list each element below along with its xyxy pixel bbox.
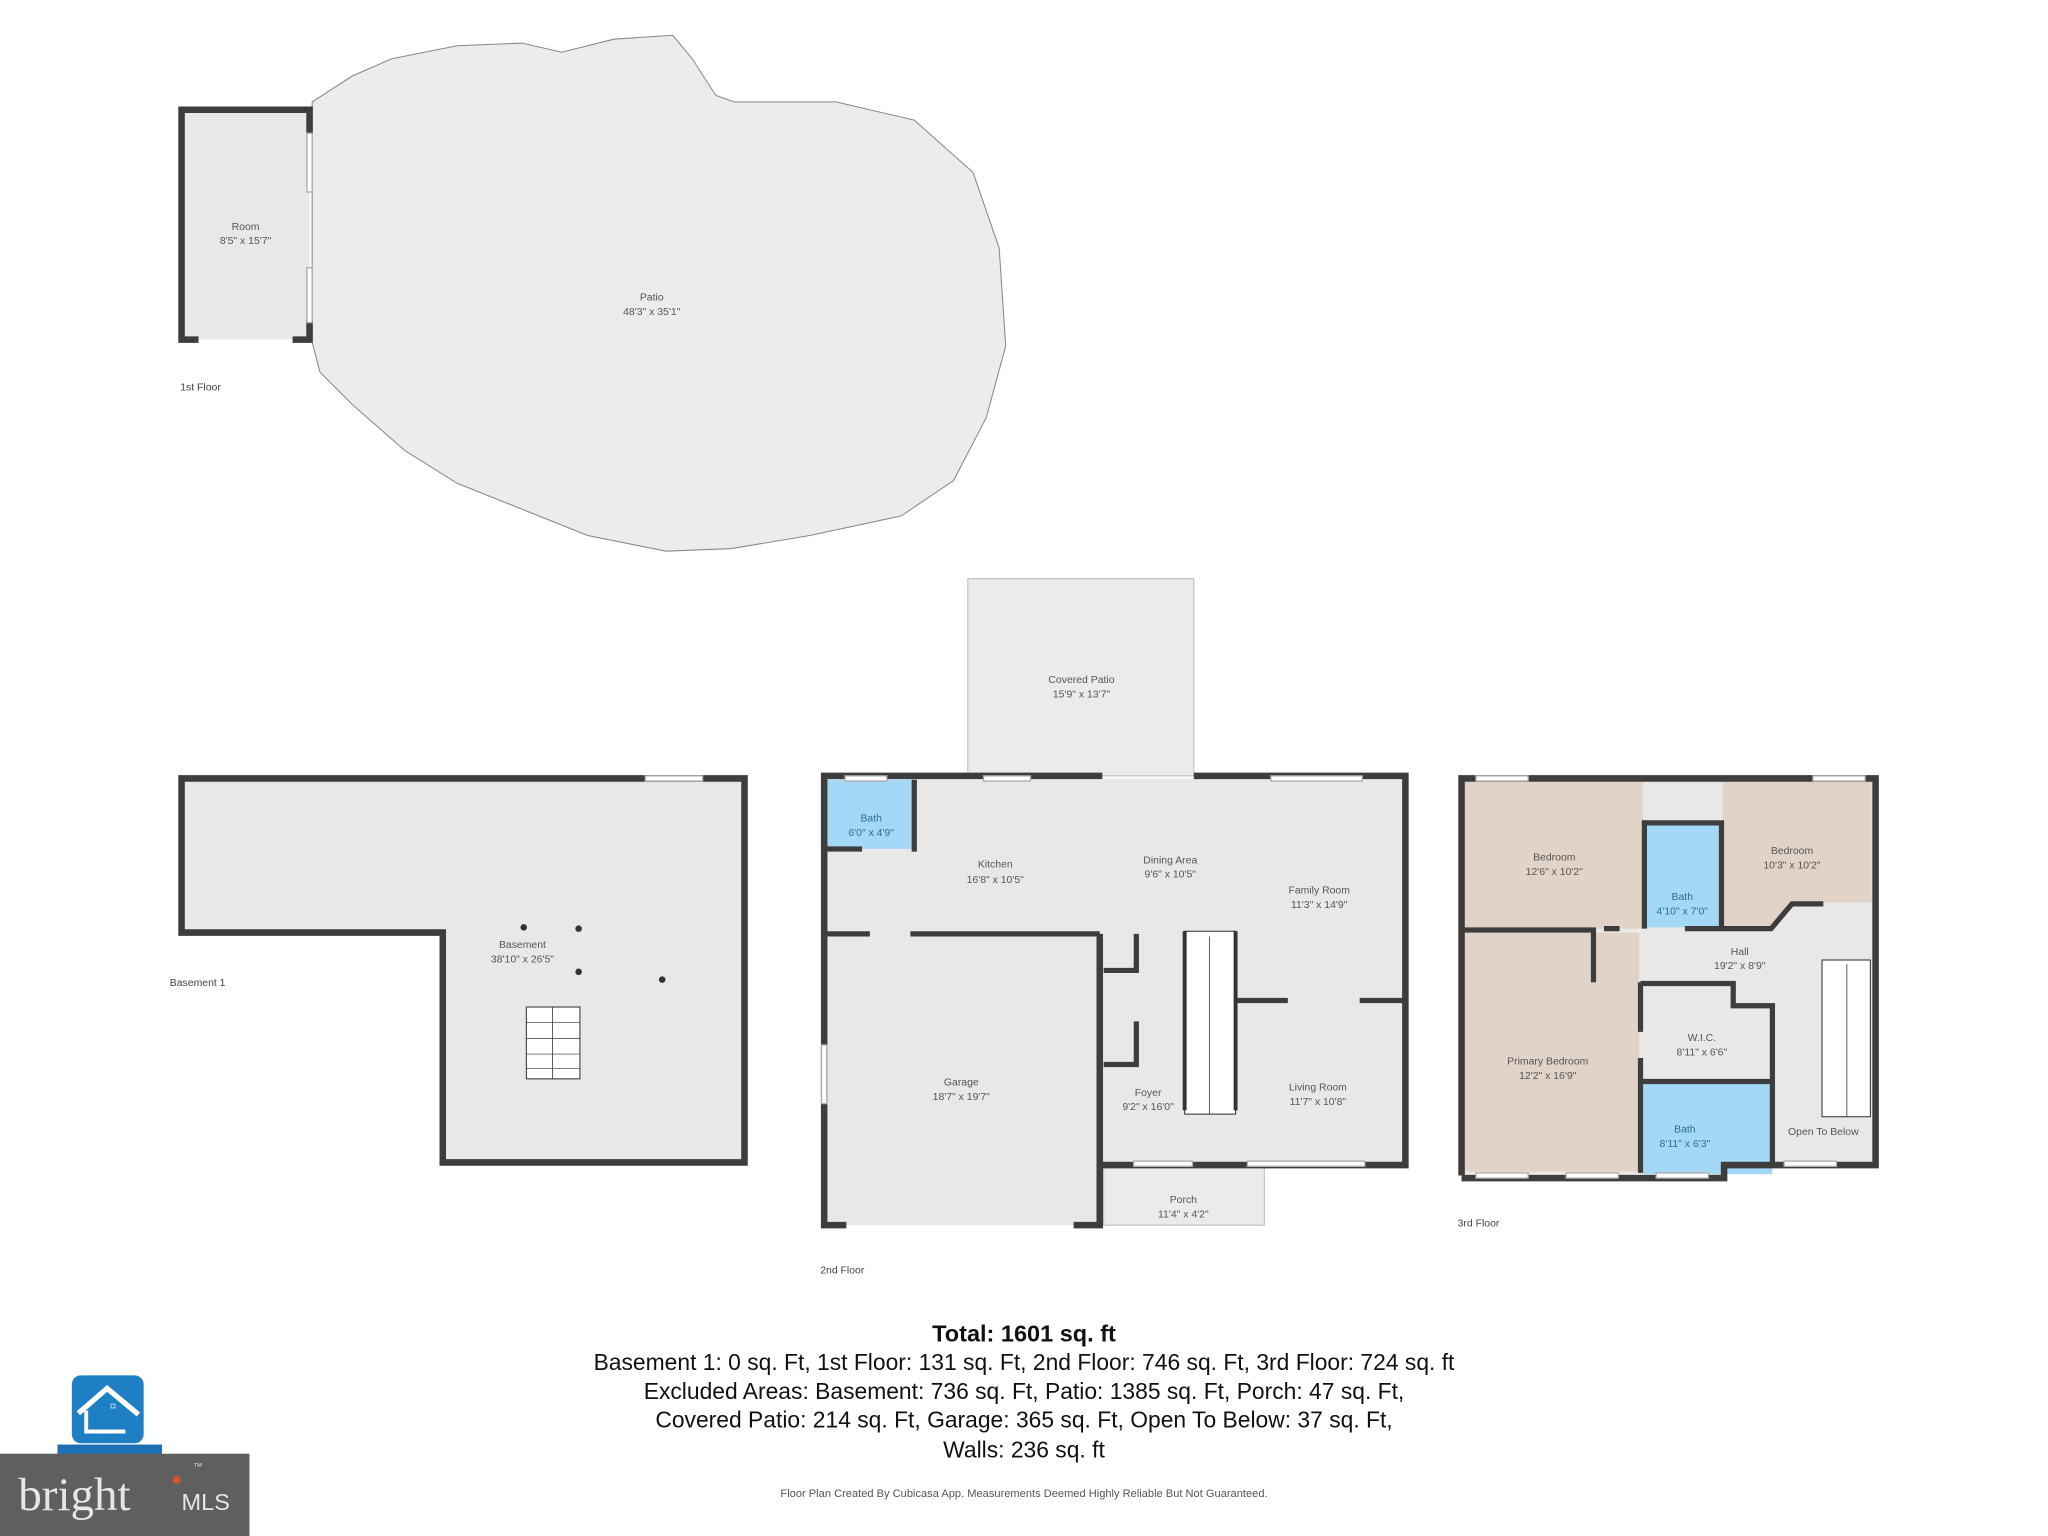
floor-label-basement: Basement 1 — [170, 978, 226, 989]
dining-dims: 9'6" x 10'5" — [1145, 870, 1197, 881]
bath-label: Bath — [860, 814, 882, 825]
bedroom-dims: 12'6" x 10'2" — [1526, 867, 1584, 878]
room-1st — [181, 109, 310, 340]
open-to-below-label: Open To Below — [1788, 1127, 1859, 1138]
third-floor: Bedroom 12'6" x 10'2" Bath 4'10" x 7'0" … — [1458, 775, 1879, 1229]
wic-dims: 8'11" x 6'6" — [1677, 1047, 1728, 1058]
bath-dims: 6'0" x 4'9" — [848, 828, 894, 839]
hall-label: Hall — [1731, 947, 1749, 958]
primary-bedroom-label: Primary Bedroom — [1507, 1056, 1588, 1067]
primary-bedroom-dims: 12'2" x 16'9" — [1519, 1071, 1577, 1082]
floor-label-1st: 1st Floor — [180, 383, 221, 394]
bath-label: Bath — [1674, 1124, 1696, 1135]
first-floor: Room 8'5" x 15'7" Patio 48'3" x 35'1" 1s… — [178, 34, 1007, 552]
primary-bedroom — [1462, 932, 1640, 1172]
total-area: Total: 1601 sq. ft — [932, 1320, 1116, 1346]
wic-label: W.I.C. — [1688, 1033, 1716, 1044]
room-dims: 8'5" x 15'7" — [220, 236, 272, 247]
second-floor: Covered Patio 15'9" x 13'7" Bath 6'0" x … — [820, 578, 1409, 1276]
bath-room — [1647, 825, 1719, 928]
family-room-dims: 11'3" x 14'9" — [1291, 900, 1348, 911]
basement-dims: 38'10" x 26'5" — [491, 955, 554, 966]
covered-patio-dims: 15'9" x 13'7" — [1053, 689, 1111, 700]
summary-line: Excluded Areas: Basement: 736 sq. Ft, Pa… — [644, 1378, 1405, 1404]
living-room-label: Living Room — [1289, 1083, 1347, 1094]
family-room-label: Family Room — [1288, 885, 1349, 896]
covered-patio-label: Covered Patio — [1048, 675, 1114, 686]
garage-label: Garage — [944, 1077, 979, 1088]
room-label: Room — [232, 222, 260, 233]
bedroom — [1462, 779, 1644, 929]
covered-patio — [967, 578, 1195, 777]
bedroom-label: Bedroom — [1771, 846, 1813, 857]
basement-floor: Basement 38'10" x 26'5" Basement 1 — [170, 775, 748, 1166]
kitchen-dims: 16'8" x 10'5" — [967, 875, 1025, 886]
garage-dims: 18'7" x 19'7" — [933, 1092, 991, 1103]
disclaimer: Floor Plan Created By Cubicasa App. Meas… — [780, 1488, 1267, 1500]
bedroom-label: Bedroom — [1533, 853, 1575, 864]
penn-logo — [57, 1375, 162, 1456]
basement-label: Basement — [499, 940, 546, 951]
stairs — [1821, 959, 1871, 1118]
svg-text:™: ™ — [193, 1461, 202, 1471]
svg-text:MLS: MLS — [182, 1489, 230, 1515]
dining-label: Dining Area — [1143, 855, 1197, 866]
svg-text:bright: bright — [18, 1469, 130, 1521]
living-room-dims: 11'7" x 10'8" — [1290, 1097, 1347, 1108]
stairs — [1182, 930, 1238, 1115]
bright-mls-logo: bright ™ MLS — [0, 1453, 250, 1536]
bath-room — [1643, 1082, 1773, 1175]
foyer-dims: 9'2" x 16'0" — [1122, 1102, 1174, 1113]
patio-label: Patio — [640, 292, 664, 303]
bath-label: Bath — [1672, 892, 1694, 903]
summary-line: Walls: 236 sq. ft — [943, 1437, 1105, 1463]
summary-line: Basement 1: 0 sq. Ft, 1st Floor: 131 sq.… — [594, 1349, 1455, 1375]
patio-dims: 48'3" x 35'1" — [623, 307, 681, 318]
bath-dims: 4'10" x 7'0" — [1657, 906, 1709, 917]
floor-label-3rd: 3rd Floor — [1458, 1218, 1500, 1229]
patio-area — [311, 34, 1007, 552]
bedroom — [1722, 779, 1872, 927]
kitchen-label: Kitchen — [978, 859, 1013, 870]
area-summary: Total: 1601 sq. ft Basement 1: 0 sq. Ft,… — [594, 1320, 1455, 1499]
floor-label-2nd: 2nd Floor — [820, 1265, 865, 1276]
stairs — [525, 1006, 581, 1080]
foyer-label: Foyer — [1135, 1088, 1162, 1099]
porch-label: Porch — [1170, 1195, 1197, 1206]
bedroom-dims: 10'3" x 10'2" — [1763, 861, 1821, 872]
bath-dims: 8'11" x 6'3" — [1660, 1139, 1711, 1150]
bath-room — [825, 779, 915, 849]
hall-dims: 19'2" x 8'9" — [1714, 961, 1766, 972]
summary-line: Covered Patio: 214 sq. Ft, Garage: 365 s… — [655, 1407, 1392, 1433]
porch-dims: 11'4" x 4'2" — [1158, 1209, 1209, 1220]
